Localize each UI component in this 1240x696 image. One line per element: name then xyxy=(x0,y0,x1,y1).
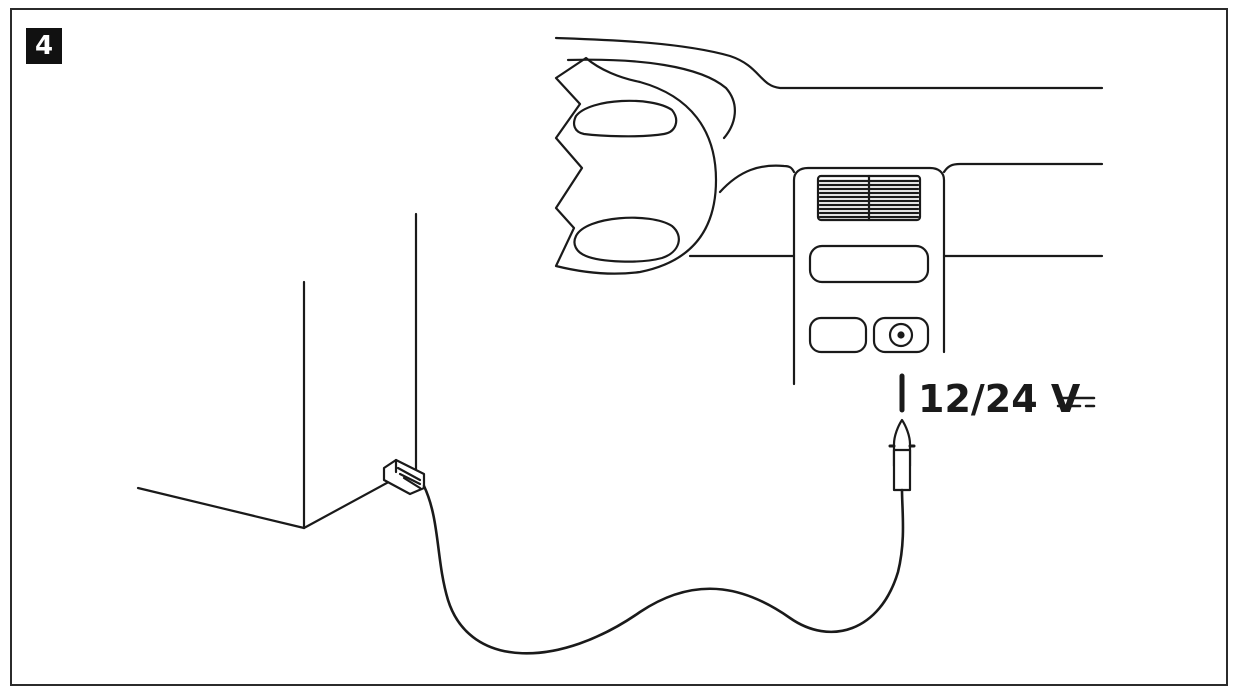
appliance-box-outline xyxy=(136,212,418,530)
cigarette-lighter-plug-icon xyxy=(888,373,916,492)
steering-wheel xyxy=(554,56,718,275)
voltage-label: 12/24 V xyxy=(918,377,1081,421)
cigarette-lighter-socket-icon xyxy=(872,316,930,354)
air-vent-icon xyxy=(816,174,922,222)
radio-slot xyxy=(808,244,930,284)
power-cable xyxy=(422,484,905,655)
appliance-connector-icon xyxy=(382,458,426,496)
dashboard-outline xyxy=(554,36,1104,258)
dc-current-icon xyxy=(1056,396,1096,408)
console-button xyxy=(808,316,868,354)
step-number-badge: 4 xyxy=(26,28,62,64)
diagram-frame xyxy=(10,8,1228,686)
center-console xyxy=(792,166,946,386)
